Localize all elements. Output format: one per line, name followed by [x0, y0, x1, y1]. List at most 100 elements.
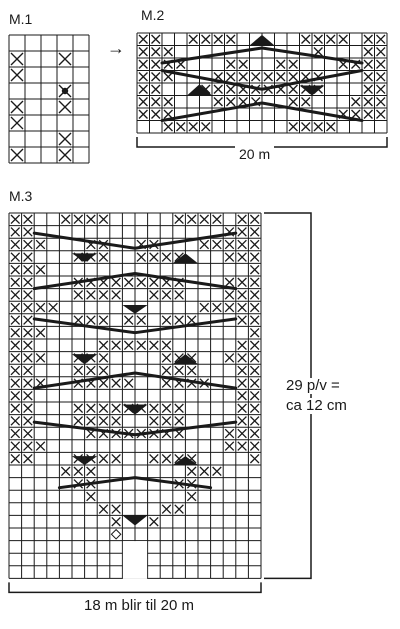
cross-stroke — [249, 239, 260, 250]
cross-stitch-icon — [186, 214, 197, 225]
cross-stroke — [161, 353, 172, 363]
cross-stroke — [10, 378, 21, 388]
cross-stitch-icon — [163, 97, 173, 107]
cross-stroke — [224, 277, 235, 288]
cross-stitch-icon — [237, 378, 247, 388]
cross-stroke — [151, 72, 161, 82]
cross-stroke — [174, 214, 184, 225]
cross-stitch-icon — [23, 453, 33, 464]
m2-chart — [136, 32, 390, 168]
cross-stitch-icon — [86, 365, 96, 376]
cross-stroke — [161, 365, 172, 376]
cross-stroke — [249, 290, 260, 300]
cross-stitch-icon — [149, 252, 159, 262]
cross-stroke — [186, 491, 197, 502]
cross-stroke — [111, 504, 121, 514]
cross-stitch-icon — [23, 290, 33, 300]
cross-stitch-icon — [224, 353, 235, 363]
increase-line — [160, 69, 364, 91]
cross-stitch-icon — [10, 340, 21, 351]
cross-stroke — [376, 34, 386, 44]
cross-stitch-icon — [23, 227, 33, 237]
m1-title: M.1 — [9, 11, 33, 27]
cross-stroke — [226, 84, 236, 94]
cross-stroke — [249, 403, 260, 414]
cross-stitch-icon — [176, 122, 186, 132]
triangle-stitch-icon — [72, 253, 98, 263]
cross-stitch-icon — [263, 72, 273, 82]
cross-stitch-icon — [23, 340, 33, 351]
cross-stroke — [136, 340, 147, 351]
cross-stitch-icon — [23, 302, 33, 313]
cross-stitch-icon — [213, 34, 223, 44]
cross-stitch-icon — [10, 302, 21, 313]
cross-stroke — [199, 302, 210, 313]
cross-stitch-icon — [249, 227, 260, 237]
cross-stitch-icon — [73, 214, 84, 225]
cross-stroke — [60, 214, 71, 225]
cross-stitch-icon — [10, 116, 24, 130]
cross-stitch-icon — [35, 327, 46, 338]
cross-stroke — [176, 122, 186, 132]
cross-stitch-icon — [58, 100, 72, 114]
cross-stitch-icon — [10, 353, 21, 363]
cross-stitch-icon — [73, 290, 84, 300]
cross-stroke — [174, 403, 184, 414]
cross-stroke — [226, 59, 236, 69]
cross-stitch-icon — [138, 97, 148, 107]
cross-stitch-icon — [35, 264, 46, 275]
cross-stroke — [58, 100, 72, 114]
cross-stitch-icon — [301, 97, 311, 107]
cross-stroke — [313, 34, 323, 44]
cross-stitch-icon — [376, 109, 386, 119]
cross-stroke — [23, 416, 33, 426]
cross-stroke — [10, 453, 21, 464]
cross-stroke — [237, 290, 247, 300]
cross-stroke — [73, 416, 84, 426]
cross-stitch-icon — [276, 59, 286, 69]
cross-stroke — [149, 416, 159, 426]
cross-stroke — [98, 277, 109, 288]
cross-stroke — [10, 302, 21, 313]
cross-stitch-icon — [224, 290, 235, 300]
cross-stroke — [363, 72, 373, 82]
cross-stitch-icon — [138, 109, 148, 119]
cross-stitch-icon — [249, 340, 260, 351]
cross-stroke — [98, 504, 109, 514]
cross-stitch-icon — [188, 34, 198, 44]
cross-stroke — [23, 378, 33, 388]
cross-stroke — [23, 277, 33, 288]
dot-stitch-icon — [61, 87, 69, 95]
cross-stitch-icon — [161, 453, 172, 464]
cross-stitch-icon — [237, 441, 247, 451]
cross-stitch-icon — [238, 59, 248, 69]
cross-stroke — [149, 340, 159, 351]
cross-stroke — [111, 403, 121, 414]
cross-stroke — [161, 453, 172, 464]
cross-stroke — [23, 353, 33, 363]
cross-stitch-icon — [10, 214, 21, 225]
cross-stitch-icon — [363, 59, 373, 69]
cross-stitch-icon — [186, 315, 197, 325]
cross-stitch-icon — [163, 47, 173, 57]
cross-stroke — [188, 122, 198, 132]
cross-stitch-icon — [212, 302, 222, 313]
cross-stroke — [149, 453, 159, 464]
cross-stroke — [213, 84, 223, 94]
grid-lines — [8, 34, 90, 164]
cross-stitch-icon — [237, 302, 247, 313]
cross-stitch-icon — [376, 59, 386, 69]
cross-stitch-icon — [60, 466, 71, 477]
cross-stitch-icon — [376, 84, 386, 94]
cross-stitch-icon — [86, 466, 96, 477]
cross-stitch-icon — [98, 340, 109, 351]
cross-stitch-icon — [363, 34, 373, 44]
cross-stroke — [60, 466, 71, 477]
cross-stroke — [23, 441, 33, 451]
cross-stitch-icon — [98, 378, 109, 388]
cross-stitch-icon — [249, 365, 260, 376]
cross-stitch-icon — [86, 416, 96, 426]
cross-stitch-icon — [326, 34, 336, 44]
cross-stroke — [98, 315, 109, 325]
decrease-line — [57, 476, 213, 490]
